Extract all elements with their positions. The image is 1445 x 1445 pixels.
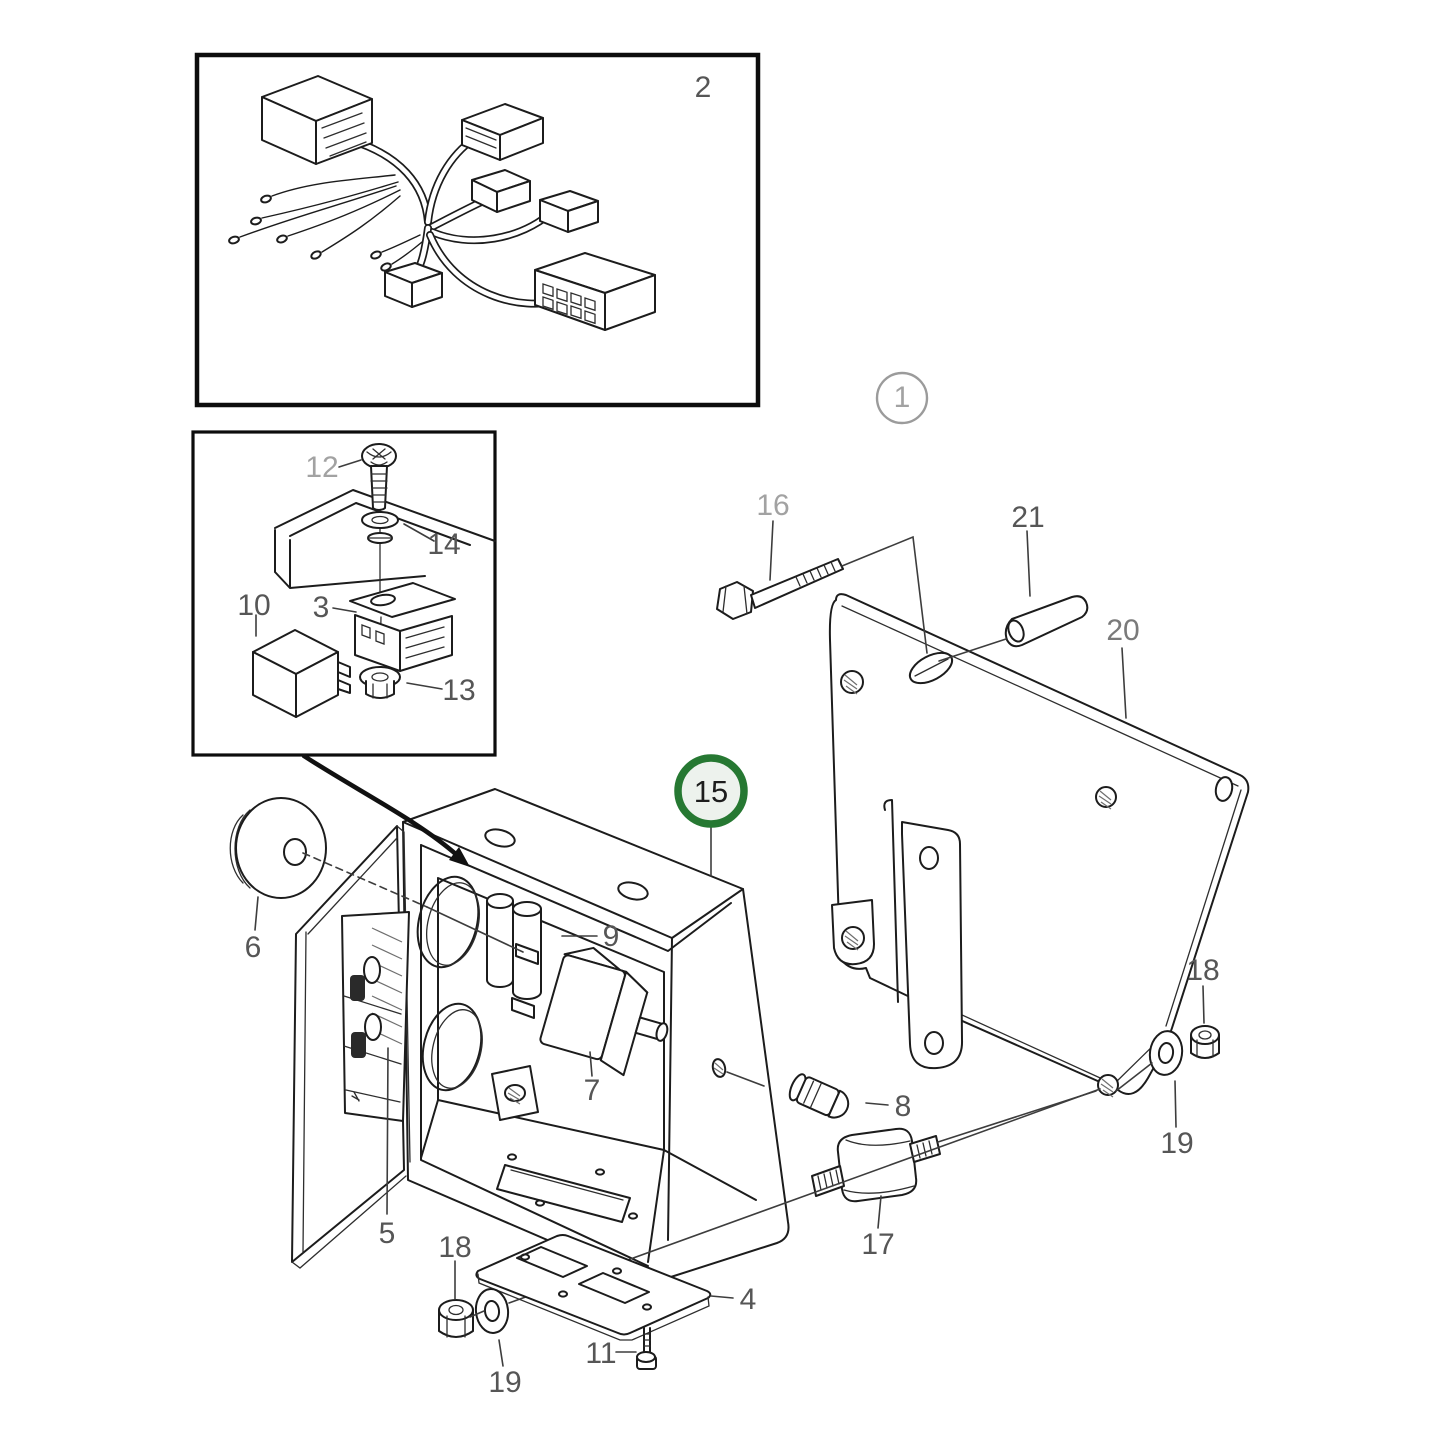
callout-part17-label: 17 [861, 1228, 894, 1261]
grommet-install-leader [302, 852, 524, 953]
sticker-connector-icon-2 [351, 1032, 366, 1058]
part-1-marker[interactable]: 1 [875, 371, 929, 425]
relay-kit-inset [191, 430, 497, 757]
callout-part4-label: 4 [740, 1283, 757, 1316]
leader-plug [726, 1071, 765, 1087]
circuit-breaker [539, 946, 669, 1077]
callout-part7-label: 7 [584, 1074, 601, 1107]
sticker-connector-icon-1 [350, 975, 365, 1001]
nut-right [1190, 1025, 1220, 1059]
flange-nut [359, 666, 401, 699]
leader-washer-to-plate [1115, 1062, 1153, 1092]
install-direction-arrow [301, 753, 470, 867]
breaker-terminal-top [515, 943, 539, 965]
callout-part13-label: 13 [442, 674, 475, 707]
callout-part16-label: 16 [756, 489, 789, 522]
wiring-harness-inset [194, 52, 761, 408]
mounting-plate [828, 593, 1250, 1098]
label-leader-lines [254, 459, 1205, 1367]
callout-part19-bottom-label: 19 [488, 1366, 521, 1399]
callout-part19-right-label: 19 [1160, 1127, 1193, 1160]
callout-part18-bottom-label: 18 [438, 1231, 471, 1264]
capacitor-cylinders [486, 893, 542, 1000]
part-15-highlight-marker[interactable]: 15 [674, 754, 748, 877]
callout-part6-label: 6 [245, 931, 262, 964]
washer-bottom [469, 1288, 510, 1334]
callout-part14-label: 14 [427, 528, 460, 561]
harness-connector-blocks [261, 75, 656, 331]
breaker-terminal-bottom [511, 997, 535, 1019]
callout-part8-label: 8 [895, 1090, 912, 1123]
plug-bolt [788, 1073, 850, 1119]
washer-right [1148, 1030, 1184, 1076]
callout-part20-label: 20 [1106, 614, 1139, 647]
assembly-leader-lines [841, 535, 1007, 662]
grommet [229, 797, 327, 899]
callout-part11-label: 11 [585, 1337, 616, 1370]
callout-part9-label: 9 [603, 920, 620, 953]
spacer-sleeve [1004, 595, 1089, 648]
callout-part12-label: 12 [305, 451, 338, 484]
rubber-mount [811, 1127, 941, 1203]
callout-part2-label: 2 [695, 71, 712, 104]
callout-part3-label: 3 [313, 591, 330, 624]
inset-frame-relay [191, 430, 497, 757]
relay-holder [349, 582, 456, 672]
washer-14 [361, 511, 399, 529]
box-lid [291, 825, 411, 1269]
screw-bottom [636, 1327, 657, 1370]
gasket-plate [475, 1234, 712, 1341]
relay-cube [252, 629, 351, 718]
callout-labels: 2 12 14 10 3 13 16 21 20 6 9 7 8 5 17 18… [237, 71, 1219, 1399]
sticker-hatch-texture [371, 927, 403, 1045]
callout-part21-label: 21 [1011, 501, 1044, 534]
nut-bottom [438, 1299, 474, 1338]
callout-part18-right-label: 18 [1186, 954, 1219, 987]
screw [361, 443, 397, 511]
callout-part15-label[interactable]: 15 [694, 774, 728, 809]
callout-part10-label: 10 [237, 589, 270, 622]
hex-bolt [716, 558, 844, 620]
callout-part5-label: 5 [379, 1217, 396, 1250]
callout-part1-label[interactable]: 1 [894, 381, 911, 414]
